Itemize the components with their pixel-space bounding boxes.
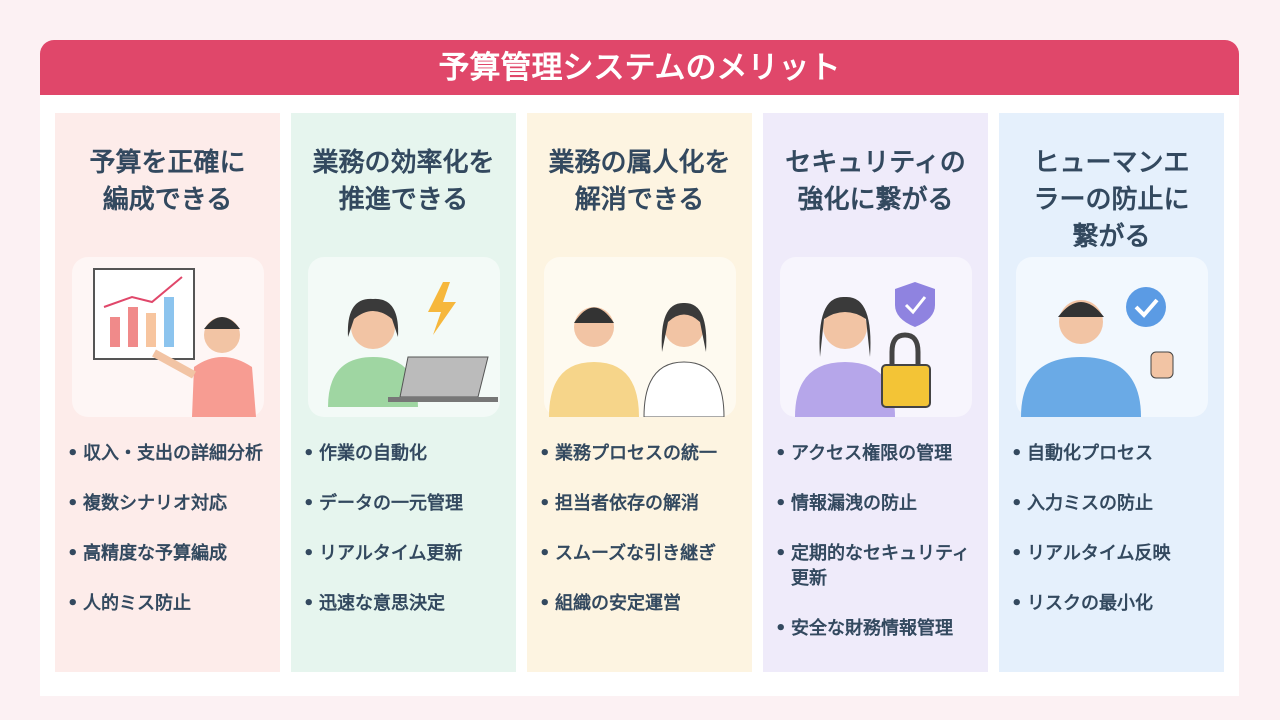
benefit-list: アクセス権限の管理情報漏洩の防止定期的なセキュリティ更新安全な財務情報管理 xyxy=(763,441,988,641)
two-people-talking-illustration xyxy=(543,257,736,418)
list-item: スムーズな引き継ぎ xyxy=(539,541,742,566)
benefit-list: 業務プロセスの統一担当者依存の解消スムーズな引き継ぎ組織の安定運営 xyxy=(527,441,752,616)
list-item: 自動化プロセス xyxy=(1011,441,1214,466)
page-title: 予算管理システムのメリット xyxy=(40,40,1239,95)
benefit-card: 業務の効率化を推進できる 作業の自動化データの一元管理リアルタイム更新迅速な意思… xyxy=(291,113,516,672)
benefit-title: 業務の効率化を推進できる xyxy=(312,148,495,215)
list-item: 業務プロセスの統一 xyxy=(539,441,742,466)
benefit-title: セキュリティの強化に繋がる xyxy=(785,148,966,215)
benefit-card: ヒューマンエラーの防止に繋がる 自動化プロセス入力ミスの防止リアルタイム反映リス… xyxy=(999,113,1224,672)
list-item: 複数シナリオ対応 xyxy=(67,491,270,516)
list-item: 収入・支出の詳細分析 xyxy=(67,441,270,466)
benefit-list: 作業の自動化データの一元管理リアルタイム更新迅速な意思決定 xyxy=(291,441,516,616)
list-item: 高精度な予算編成 xyxy=(67,541,270,566)
list-item: 人的ミス防止 xyxy=(67,591,270,616)
laptop-lightning-illustration xyxy=(307,257,500,417)
benefit-card: セキュリティの強化に繋がる アクセス権限の管理情報漏洩の防止定期的なセキュリティ… xyxy=(763,113,988,672)
benefit-title: ヒューマンエラーの防止に繋がる xyxy=(1033,148,1190,252)
list-item: リアルタイム反映 xyxy=(1011,541,1214,566)
list-item: リアルタイム更新 xyxy=(303,541,506,566)
list-item: 作業の自動化 xyxy=(303,441,506,466)
benefit-card: 業務の属人化を解消できる 業務プロセスの統一担当者依存の解消スムーズな引き継ぎ組… xyxy=(527,113,752,672)
list-item: アクセス権限の管理 xyxy=(775,441,978,466)
presentation-chart-illustration xyxy=(71,257,264,417)
list-item: 情報漏洩の防止 xyxy=(775,491,978,516)
list-item: 組織の安定運営 xyxy=(539,591,742,616)
thumbs-up-check-illustration xyxy=(1015,257,1208,417)
list-item: 入力ミスの防止 xyxy=(1011,491,1214,516)
list-item: 安全な財務情報管理 xyxy=(775,616,978,641)
lock-shield-illustration xyxy=(779,257,972,417)
benefit-title: 業務の属人化を解消できる xyxy=(548,148,731,215)
benefit-list: 自動化プロセス入力ミスの防止リアルタイム反映リスクの最小化 xyxy=(999,441,1224,616)
list-item: データの一元管理 xyxy=(303,491,506,516)
list-item: 迅速な意思決定 xyxy=(303,591,506,616)
benefit-title: 予算を正確に編成できる xyxy=(89,148,246,215)
list-item: リスクの最小化 xyxy=(1011,591,1214,616)
benefit-list: 収入・支出の詳細分析複数シナリオ対応高精度な予算編成人的ミス防止 xyxy=(55,441,280,616)
list-item: 定期的なセキュリティ更新 xyxy=(775,541,978,591)
benefit-card: 予算を正確に編成できる 収入・支出の詳細分析複数シナリオ対応高精度な予算編成人的… xyxy=(55,113,280,672)
list-item: 担当者依存の解消 xyxy=(539,491,742,516)
